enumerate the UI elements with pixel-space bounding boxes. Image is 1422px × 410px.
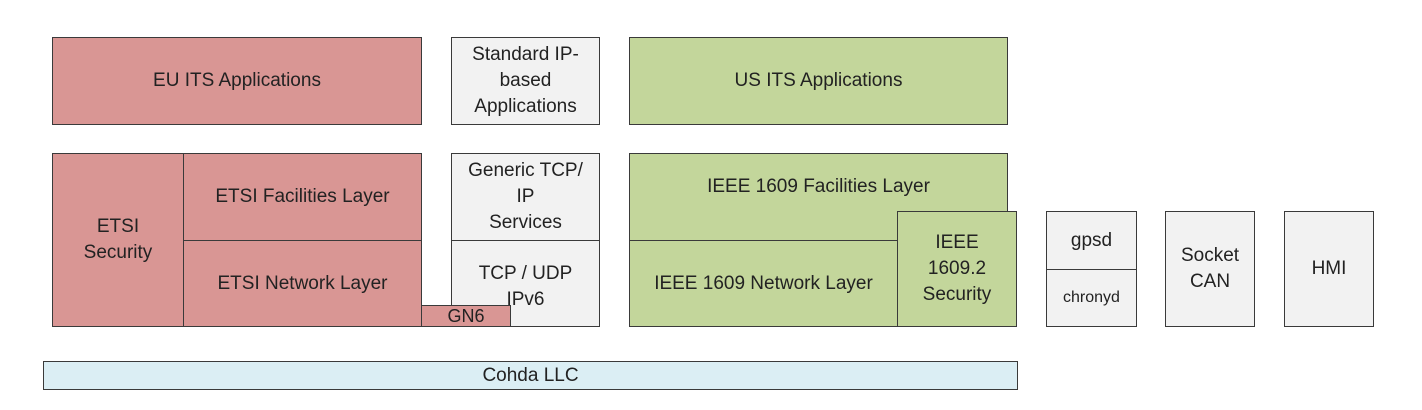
standard-ip-applications-box: Standard IP- based Applications (451, 37, 600, 125)
gpsd-box: gpsd (1046, 211, 1137, 270)
ieee-1609-2-security-box: IEEE 1609.2 Security (897, 211, 1017, 327)
socket-can-box: Socket CAN (1165, 211, 1255, 327)
us-its-applications-box: US ITS Applications (629, 37, 1008, 125)
gn6-box: GN6 (421, 305, 511, 327)
etsi-network-layer-box: ETSI Network Layer (183, 240, 422, 327)
etsi-facilities-layer-box: ETSI Facilities Layer (183, 153, 422, 241)
cohda-llc-box: Cohda LLC (43, 361, 1018, 390)
hmi-box: HMI (1284, 211, 1374, 327)
ieee-1609-network-layer-box: IEEE 1609 Network Layer (629, 240, 898, 327)
chronyd-box: chronyd (1046, 269, 1137, 327)
etsi-security-box: ETSI Security (52, 153, 184, 327)
generic-tcpip-services-box: Generic TCP/ IP Services (451, 153, 600, 241)
eu-its-applications-box: EU ITS Applications (52, 37, 422, 125)
